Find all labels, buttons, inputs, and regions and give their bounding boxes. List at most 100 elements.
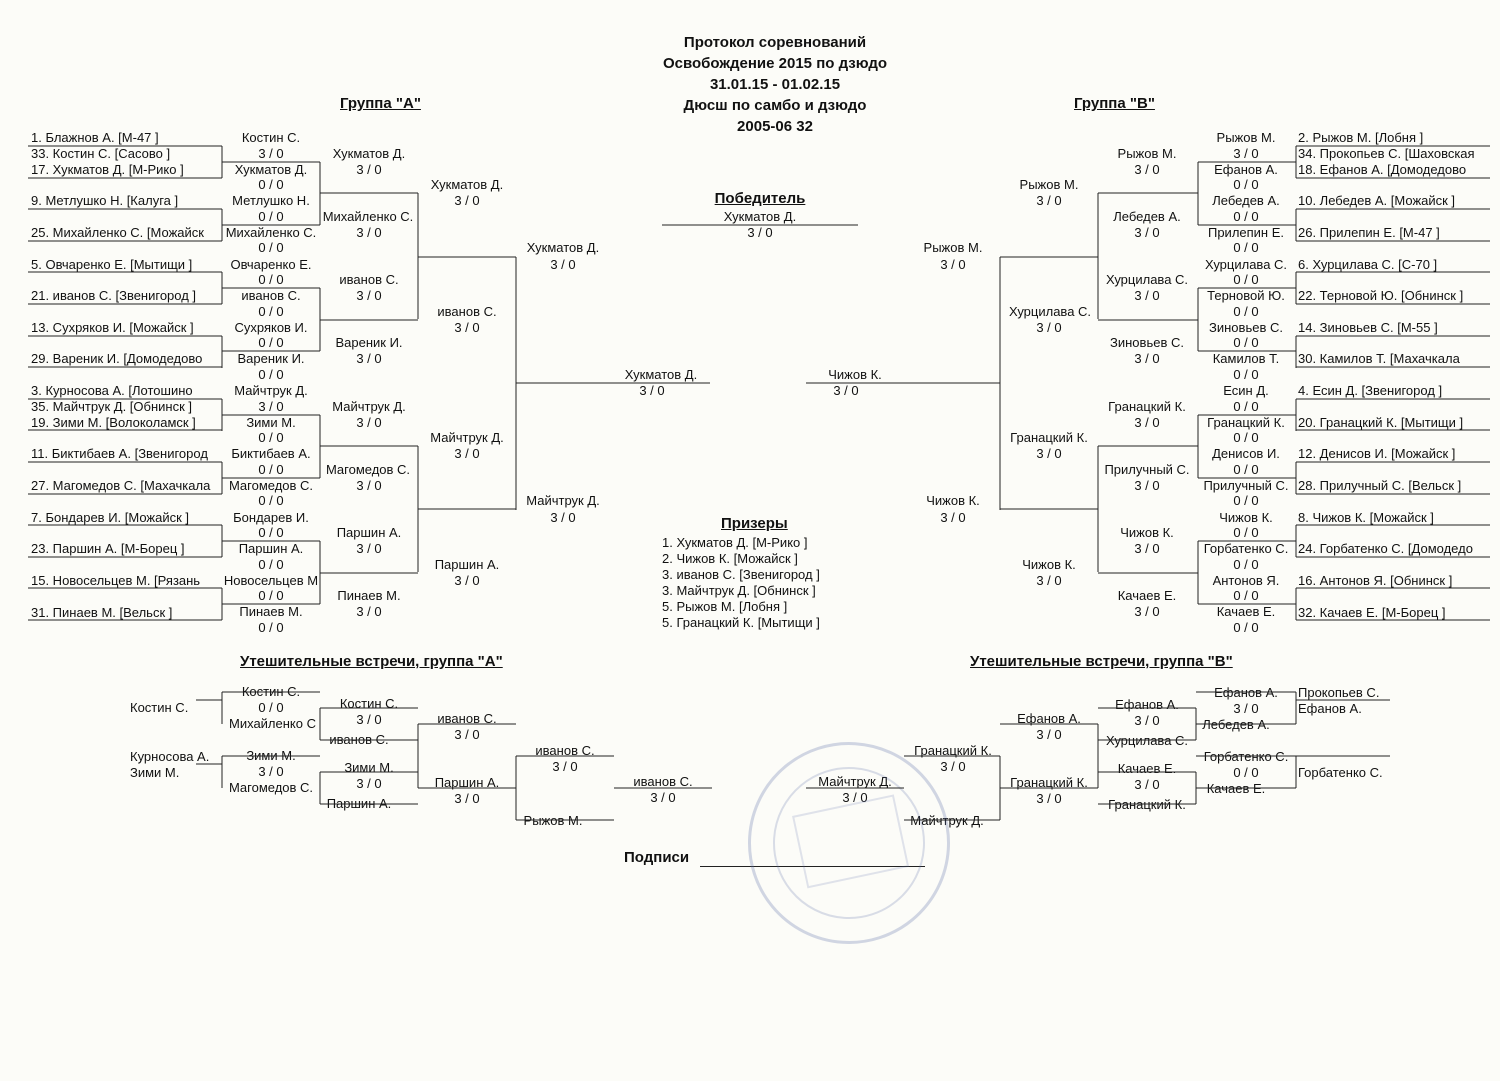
bout-score: 0 / 0 (1233, 335, 1259, 350)
organizer: Дюсш по самбо и дзюдо (683, 97, 867, 114)
bout-score: 0 / 0 (1233, 525, 1259, 540)
prizes-title: Призеры (721, 515, 788, 532)
group-b-entry: 28. Прилучный С. [Вельск ] (1298, 478, 1462, 493)
bout-score: 3 / 0 (356, 415, 382, 430)
group-a-entry: 23. Паршин А. [М-Борец ] (31, 541, 185, 556)
group-b-final-winner: Чижов К. (828, 367, 882, 382)
bout-winner: Хурцилава С. (1204, 257, 1288, 272)
bout-score: 3 / 0 (1134, 225, 1160, 240)
bout-score: 0 / 0 (258, 335, 284, 350)
bout-score: 3 / 0 (356, 478, 382, 493)
bout-winner: Магомедов С. (228, 478, 314, 493)
bout-winner: Зиновьев С. (1110, 335, 1184, 350)
bout-winner: Чижов К. (1219, 510, 1273, 525)
bout-winner: иванов С. (437, 711, 497, 726)
group-b-entry: 4. Есин Д. [Звенигород ] (1298, 383, 1443, 398)
bout-score: 0 / 0 (1233, 367, 1259, 382)
bout-score: 0 / 0 (258, 367, 284, 382)
bout-winner: Паршин А. (434, 557, 500, 572)
group-a-entry: 17. Хукматов Д. [М-Рико ] (31, 162, 184, 177)
bout-score: 0 / 0 (1233, 209, 1259, 224)
bout-score: 3 / 0 (258, 146, 284, 161)
bout-score: 0 / 0 (258, 620, 284, 635)
bout-score: 3 / 0 (1233, 146, 1259, 161)
bout-score: 0 / 0 (258, 557, 284, 572)
bout-winner: Вареник И. (237, 351, 305, 366)
bout-winner: Бондарев И. (233, 510, 309, 525)
group-a-entry: 25. Михайленко С. [Можайск (31, 225, 204, 240)
bout-winner: Костин С. (339, 696, 399, 711)
bout-score: 3 / 0 (1036, 573, 1062, 588)
bout-score: 0 / 0 (1233, 177, 1259, 192)
bout-winner: Магомедов С. (325, 462, 411, 477)
bout-winner: Хукматов Д. (430, 177, 504, 192)
bout-winner: Горбатенко С. (1203, 541, 1289, 556)
prize-item: 3. Майчтрук Д. [Обнинск ] (662, 583, 816, 598)
group-a-entry: 9. Метлушко Н. [Калуга ] (31, 193, 179, 208)
bout-winner: Терновой Ю. (1207, 288, 1285, 303)
bout-score: 3 / 0 (940, 510, 966, 525)
bout-winner: Хукматов Д. (526, 240, 600, 255)
group-b-entry: 32. Качаев Е. [М-Борец ] (1298, 605, 1446, 620)
bout-opponent: Магомедов С. (228, 780, 314, 795)
group-a-entry: 31. Пинаев М. [Вельск ] (31, 605, 173, 620)
bout-winner: Зиновьев С. (1209, 320, 1283, 335)
group-b-entry: 12. Денисов И. [Можайск ] (1298, 446, 1456, 461)
group-a-final-score: 3 / 0 (639, 383, 665, 398)
prize-item: 1. Хукматов Д. [М-Рико ] (662, 535, 808, 550)
bout-score: 3 / 0 (356, 351, 382, 366)
bout-score: 0 / 0 (258, 272, 284, 287)
cons-a-title: Утешительные встречи, группа "А" (240, 653, 503, 670)
cons-b-title: Утешительные встречи, группа "В" (970, 653, 1233, 670)
group-b-entry: 14. Зиновьев С. [М-55 ] (1298, 320, 1438, 335)
group-a-entry: 33. Костин С. [Сасово ] (31, 146, 171, 161)
bout-winner: Новосельцев М (223, 573, 319, 588)
bout-score: 3 / 0 (1233, 701, 1259, 716)
bout-winner: Качаев Е. (1117, 588, 1177, 603)
winner-title: Победитель (714, 190, 806, 207)
cons-seed: Костин С. (130, 700, 189, 715)
bout-score: 3 / 0 (356, 288, 382, 303)
bout-score: 3 / 0 (1036, 791, 1062, 806)
bout-score: 3 / 0 (356, 776, 382, 791)
group-a-entry: 11. Биктибаев А. [Звенигород (31, 446, 208, 461)
bout-score: 3 / 0 (454, 573, 480, 588)
bout-winner: Хурцилава С. (1105, 272, 1189, 287)
bout-winner: иванов С. (339, 272, 399, 287)
prize-item: 2. Чижов К. [Можайск ] (662, 551, 798, 566)
bout-winner: Чижов К. (1022, 557, 1076, 572)
group-a-entry: 5. Овчаренко Е. [Мытищи ] (31, 257, 193, 272)
bout-score: 0 / 0 (1233, 620, 1259, 635)
bout-winner: Антонов Я. (1212, 573, 1280, 588)
bout-score: 0 / 0 (258, 462, 284, 477)
bout-winner: Гранацкий К. (1108, 399, 1186, 414)
group-b-entry: 26. Прилепин Е. [М-47 ] (1298, 225, 1440, 240)
bout-winner: Качаев Е. (1216, 604, 1276, 619)
cons-a-final-score: 3 / 0 (650, 790, 676, 805)
bout-score: 0 / 0 (1233, 430, 1259, 445)
bout-score: 0 / 0 (1233, 240, 1259, 255)
bout-winner: Гранацкий К. (1207, 415, 1285, 430)
bout-winner: Паршин А. (336, 525, 402, 540)
bout-winner: Овчаренко Е. (230, 257, 312, 272)
bout-score: 3 / 0 (1036, 446, 1062, 461)
bout-winner: Майчтрук Д. (332, 399, 406, 414)
bout-score: 3 / 0 (454, 320, 480, 335)
bout-opponent: Михайленко С (229, 716, 316, 731)
group-b-entry: 2. Рыжов М. [Лобня ] (1298, 130, 1424, 145)
bout-winner: Прилучный С. (1104, 462, 1190, 477)
cons-seed: Зими М. (130, 765, 180, 780)
bout-winner: Гранацкий К. (1010, 775, 1088, 790)
bout-score: 3 / 0 (1134, 288, 1160, 303)
bout-winner: Зими М. (246, 415, 296, 430)
bout-winner: Чижов К. (1120, 525, 1174, 540)
group-b-title: Группа "В" (1074, 95, 1155, 112)
bout-score: 3 / 0 (454, 791, 480, 806)
bout-score: 0 / 0 (1233, 399, 1259, 414)
bout-winner: Ефанов А. (1017, 711, 1081, 726)
group-a-entry: 35. Майчтрук Д. [Обнинск ] (31, 399, 192, 414)
group-a-entry: 13. Сухряков И. [Можайск ] (31, 320, 194, 335)
group-b-entry: 10. Лебедев А. [Можайск ] (1298, 193, 1456, 208)
bout-winner: Метлушко Н. (232, 193, 310, 208)
bout-score: 3 / 0 (1134, 162, 1160, 177)
